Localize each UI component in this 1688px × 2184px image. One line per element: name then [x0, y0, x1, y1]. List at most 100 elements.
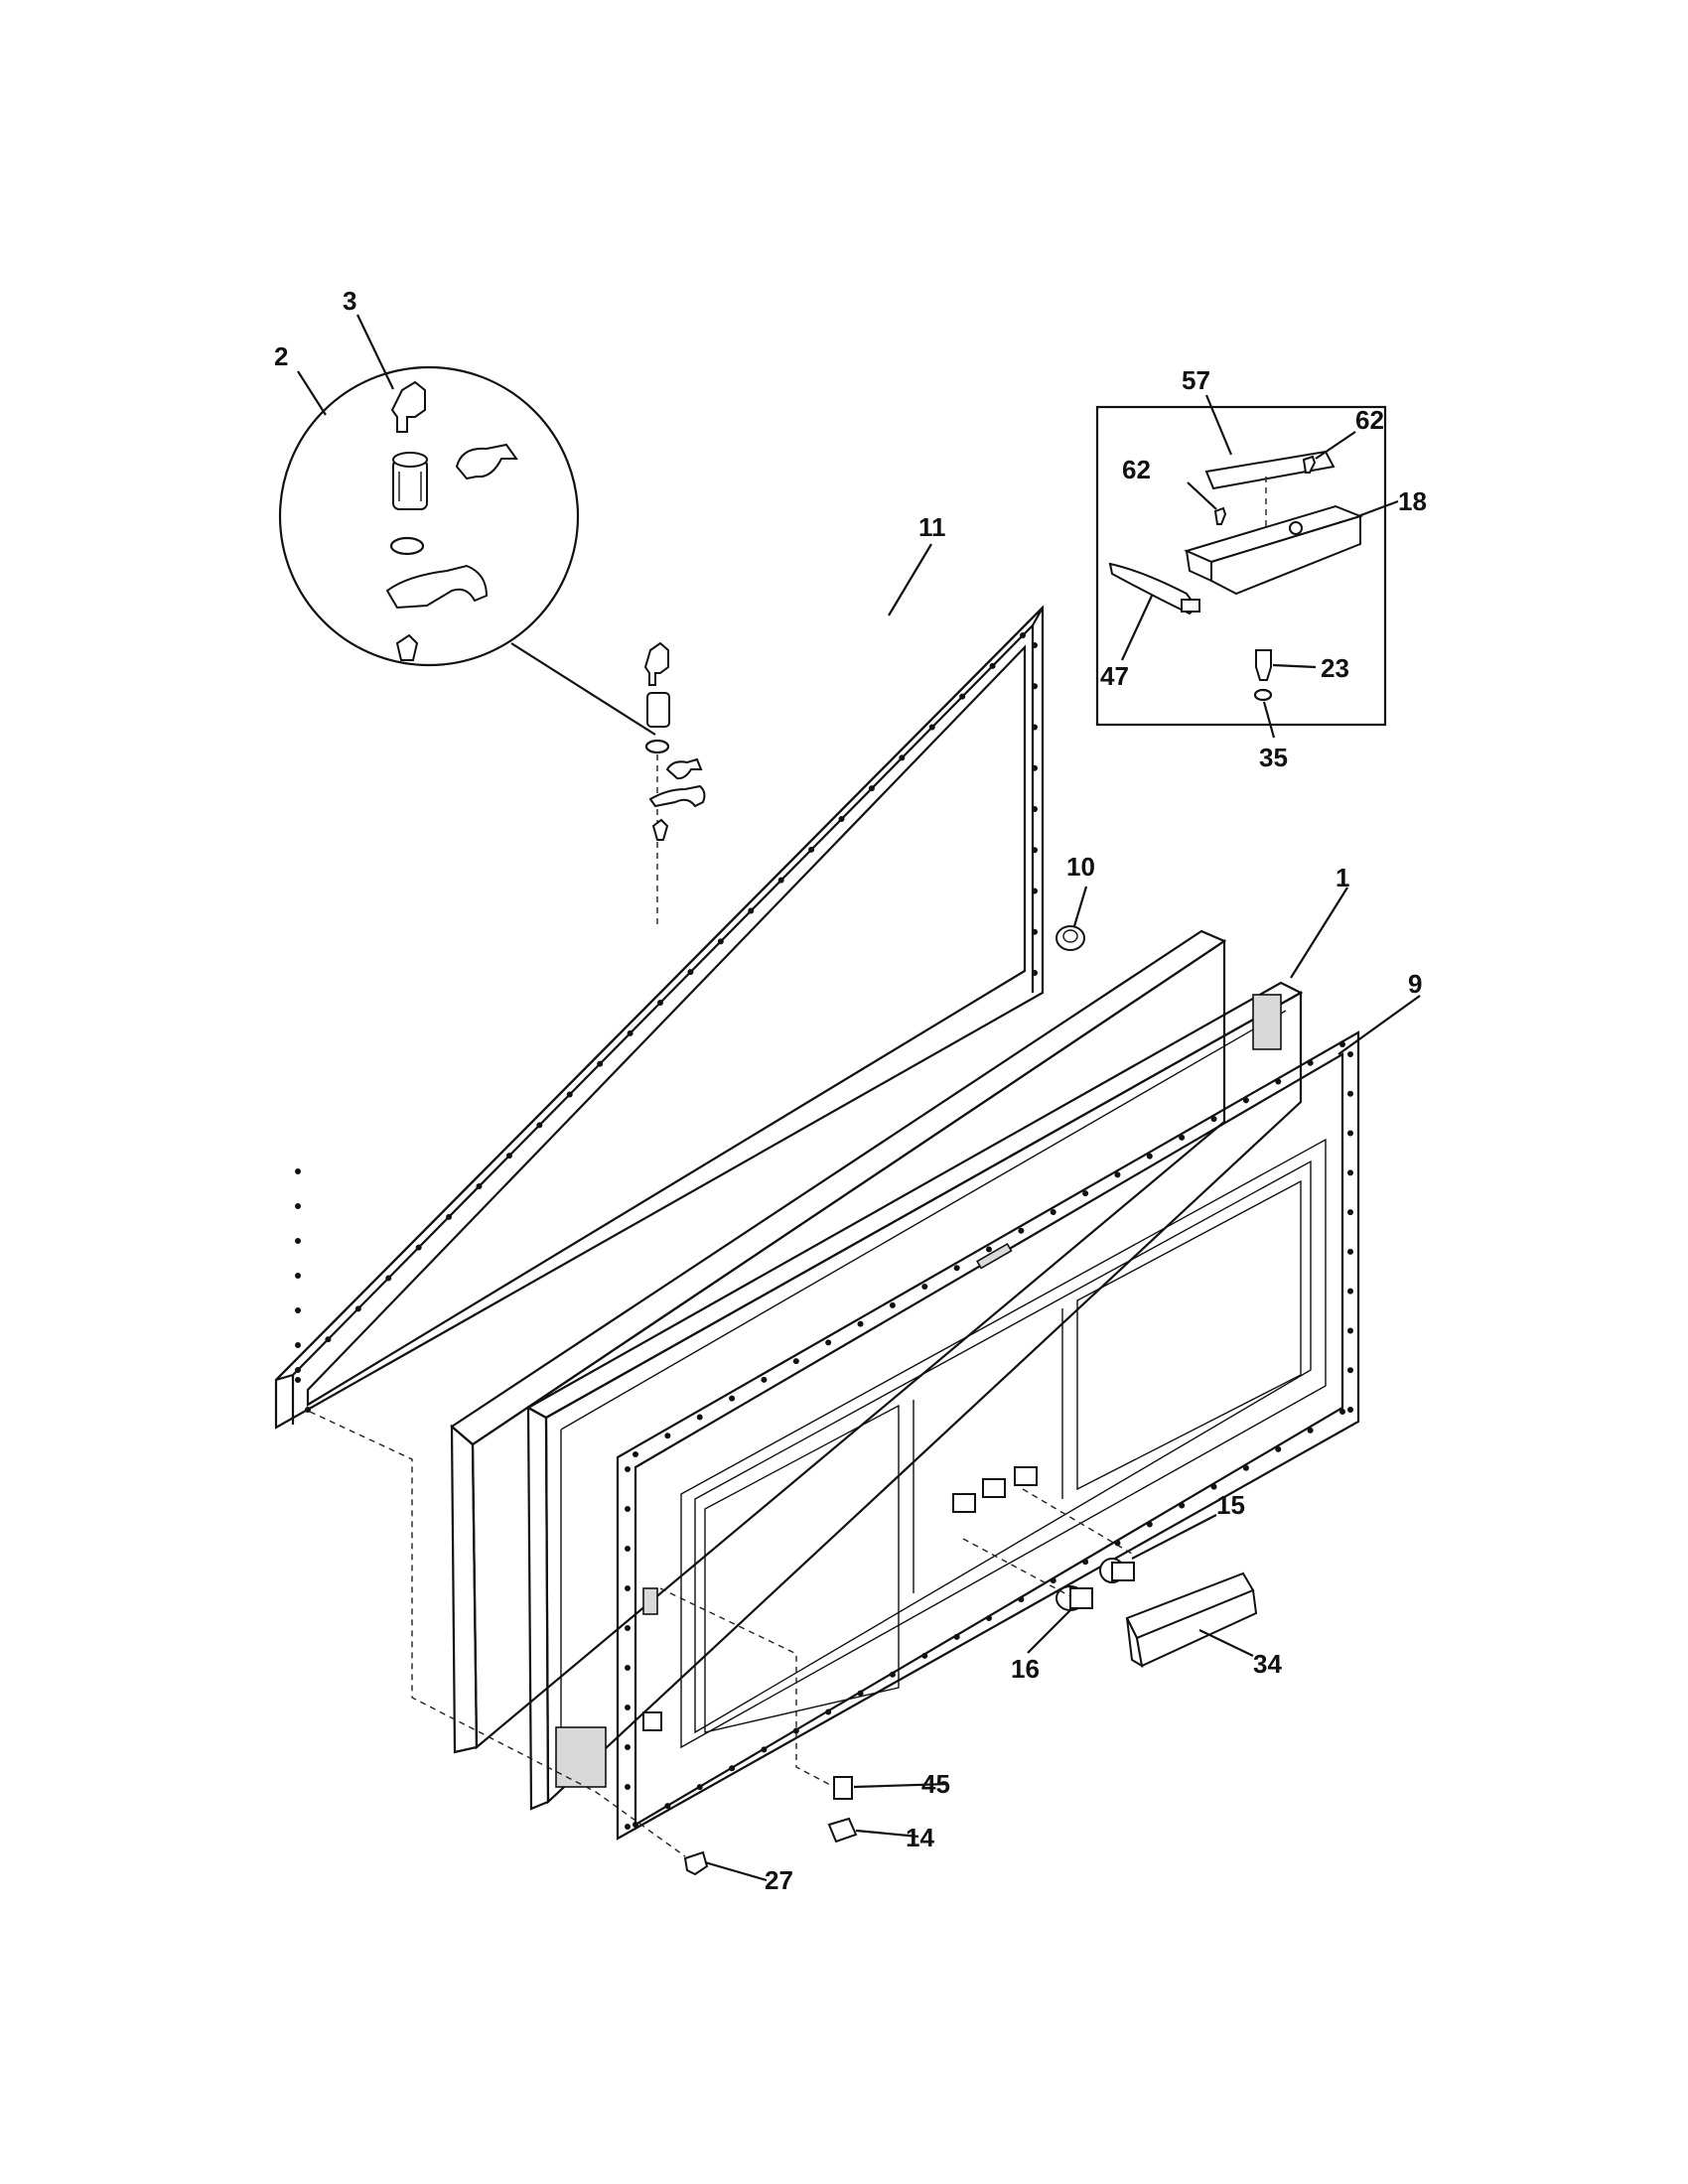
label-part-11: 11 — [918, 512, 946, 542]
door-screw-hole — [633, 1451, 638, 1457]
door-screw-hole — [825, 1708, 832, 1715]
door-screw-hole — [729, 1765, 736, 1772]
door-screw-hole — [625, 1744, 631, 1750]
gasket-frame — [274, 605, 1045, 1430]
door-screw-hole — [1210, 1116, 1217, 1123]
gasket-hole — [928, 724, 935, 731]
door-screw-hole — [1347, 1169, 1353, 1176]
gasket-hole — [597, 1060, 604, 1067]
label-part-2: 2 — [274, 341, 288, 371]
door-screw-hole — [1347, 1367, 1353, 1374]
gasket-hole — [1032, 642, 1038, 648]
gasket-hole — [717, 938, 724, 945]
door-screw-hole — [1179, 1134, 1186, 1141]
door-screw-hole — [1347, 1209, 1353, 1216]
label-part-18: 18 — [1398, 486, 1427, 516]
door-screw-hole — [1082, 1190, 1089, 1197]
door-screw-hole — [1242, 1097, 1249, 1104]
gasket-hole — [505, 1153, 512, 1160]
door-screw-hole — [1018, 1227, 1025, 1234]
gasket-hole — [476, 1183, 483, 1189]
door-screw-hole — [889, 1301, 896, 1308]
lock-assembly-detail — [278, 365, 580, 667]
door-screw-hole — [1347, 1130, 1353, 1137]
outer-door — [616, 1030, 1360, 1841]
door-screw-hole — [1242, 1464, 1249, 1471]
gasket-hole — [536, 1122, 543, 1129]
gasket-hole — [1032, 806, 1038, 812]
gasket-hole — [295, 1307, 301, 1313]
label-part-27: 27 — [765, 1865, 793, 1895]
door-screw-hole — [761, 1376, 768, 1383]
label-part-62-left: 62 — [1122, 455, 1151, 484]
door-screw-hole — [1275, 1078, 1282, 1085]
hinge-cap — [1055, 925, 1085, 951]
door-screw-hole — [792, 1358, 799, 1365]
door-screw-hole — [625, 1784, 631, 1790]
door-screw-hole — [625, 1546, 631, 1552]
gasket-hole — [868, 785, 875, 792]
label-part-47: 47 — [1100, 661, 1129, 691]
gasket-hole — [295, 1168, 301, 1174]
door-screw-hole — [1307, 1427, 1314, 1433]
door-screw-hole — [857, 1320, 864, 1327]
door-screw-hole — [1082, 1559, 1089, 1566]
gasket-hole — [777, 877, 784, 884]
door-screw-hole — [761, 1746, 768, 1753]
gasket-hole — [295, 1273, 301, 1279]
label-part-16: 16 — [1011, 1654, 1040, 1684]
inner-liner — [525, 981, 1304, 1811]
label-part-15: 15 — [1216, 1490, 1245, 1520]
assembly-guide-panel — [962, 1538, 1071, 1597]
door-screw-hole — [1275, 1445, 1282, 1452]
gasket-hole — [1032, 683, 1038, 690]
door-screw-hole — [625, 1705, 631, 1710]
door-screw-hole — [633, 1822, 638, 1828]
door-screw-hole — [625, 1625, 631, 1631]
door-screw-hole — [1114, 1171, 1121, 1178]
insulation-panel — [450, 929, 1227, 1754]
label-part-35: 35 — [1259, 743, 1288, 772]
door-screw-hole — [1050, 1577, 1056, 1584]
door-screw-hole — [1339, 1041, 1345, 1047]
door-screw-hole — [1307, 1059, 1314, 1066]
label-part-57: 57 — [1182, 365, 1210, 395]
door-screw-hole — [986, 1246, 992, 1253]
gasket-hole — [1032, 847, 1038, 854]
gasket-hole — [989, 662, 996, 669]
door-screw-hole — [1347, 1090, 1353, 1097]
door-screw-hole — [1146, 1153, 1153, 1160]
gasket-hole — [295, 1342, 301, 1348]
door-screw-hole — [1050, 1208, 1056, 1215]
door-screw-hole — [921, 1284, 928, 1291]
door-screw-hole — [792, 1727, 799, 1734]
label-part-34: 34 — [1253, 1649, 1282, 1679]
gasket-hole — [295, 1238, 301, 1244]
gasket-hole — [385, 1275, 392, 1282]
door-screw-hole — [1210, 1483, 1217, 1490]
door-screw-hole — [1347, 1327, 1353, 1334]
gasket-hole — [354, 1305, 361, 1312]
gasket-hole — [959, 693, 966, 700]
door-screw-hole — [1339, 1409, 1345, 1415]
door-screw-hole — [1347, 1288, 1353, 1295]
door-screw-hole — [889, 1671, 896, 1678]
detail-leader-line — [510, 642, 656, 736]
door-screw-hole — [953, 1265, 960, 1272]
label-part-62-right: 62 — [1355, 405, 1384, 435]
assembly-guide-switch — [659, 1587, 835, 1788]
handle-trim — [1125, 1571, 1258, 1668]
gasket-hole — [295, 1377, 301, 1383]
gasket-hole — [748, 907, 755, 914]
label-part-14: 14 — [906, 1823, 934, 1852]
switch-parts — [683, 1776, 858, 1876]
label-part-23: 23 — [1321, 653, 1349, 683]
gasket-hole — [295, 1367, 301, 1373]
door-screw-hole — [1179, 1502, 1186, 1509]
lock-parts-exploded — [643, 641, 706, 928]
gasket-hole — [838, 816, 845, 822]
door-screw-hole — [1146, 1521, 1153, 1528]
door-screw-hole — [1347, 1407, 1353, 1413]
gasket-hole — [1032, 764, 1038, 771]
